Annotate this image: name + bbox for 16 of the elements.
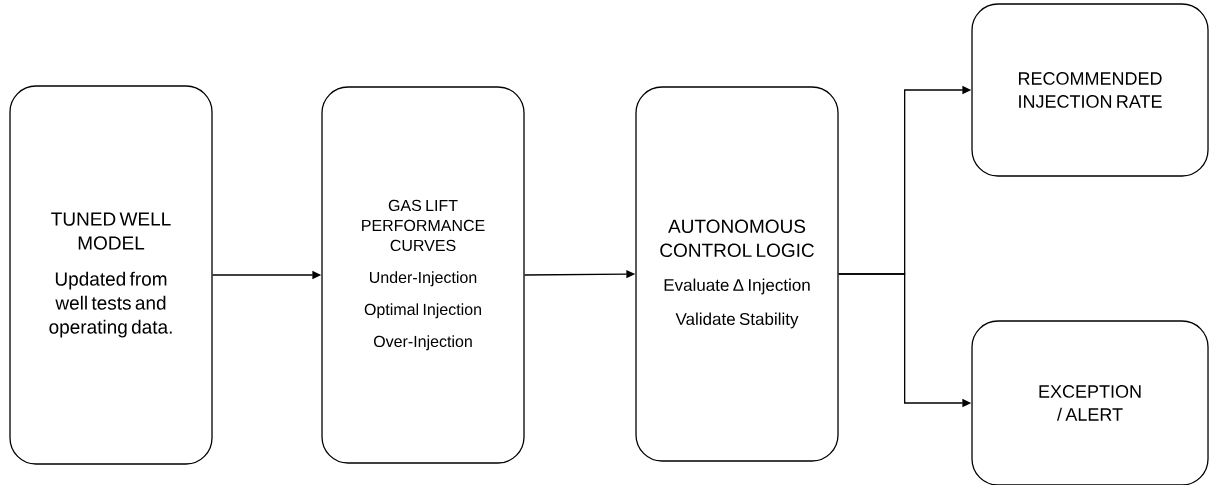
box-text: Updated from well tests and operating data. [49,271,172,338]
box-heading: GAS LIFT PERFORMANCE CURVES [362,199,485,252]
box-text: Evaluate Δ Injection [664,278,810,295]
box-text: Under-Injection [370,271,477,287]
box-text: Over-Injection [373,335,472,351]
box-heading: TUNED WELL MODEL [51,212,171,250]
box-text: RECOMMENDED INJECTION RATE [1019,72,1162,108]
box-text: EXCEPTION / ALERT [1039,385,1141,421]
process-box [635,86,839,462]
box-text: Validate Stability [675,312,799,329]
process-box [9,85,213,465]
process-box [971,3,1209,177]
process-box [321,86,525,464]
box-heading: AUTONOMOUS CONTROL LOGIC [660,219,814,258]
box-text: Optimal Injection [364,303,481,319]
process-box [971,320,1209,485]
